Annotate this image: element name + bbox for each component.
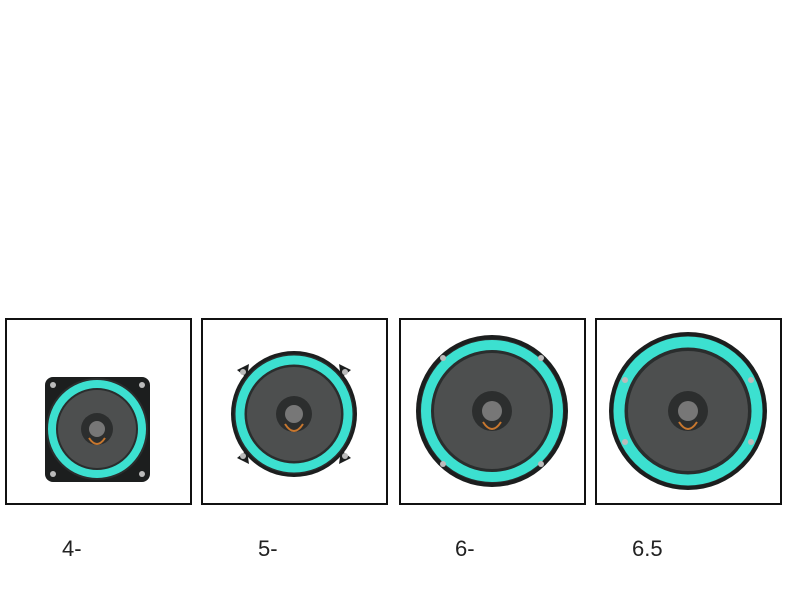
product-card-4[interactable] <box>5 318 192 505</box>
size-label: 5- <box>258 536 278 561</box>
speaker-image <box>45 377 150 482</box>
product-card-6-5[interactable] <box>595 318 782 505</box>
product-card-6[interactable] <box>399 318 586 505</box>
product-card-5[interactable] <box>201 318 388 505</box>
speaker-image <box>609 332 767 490</box>
size-label: 4- <box>62 536 82 561</box>
size-label: 6- <box>455 536 475 561</box>
speaker-image <box>416 335 568 487</box>
size-label: 6.5 <box>632 536 663 561</box>
speaker-image <box>231 351 357 477</box>
